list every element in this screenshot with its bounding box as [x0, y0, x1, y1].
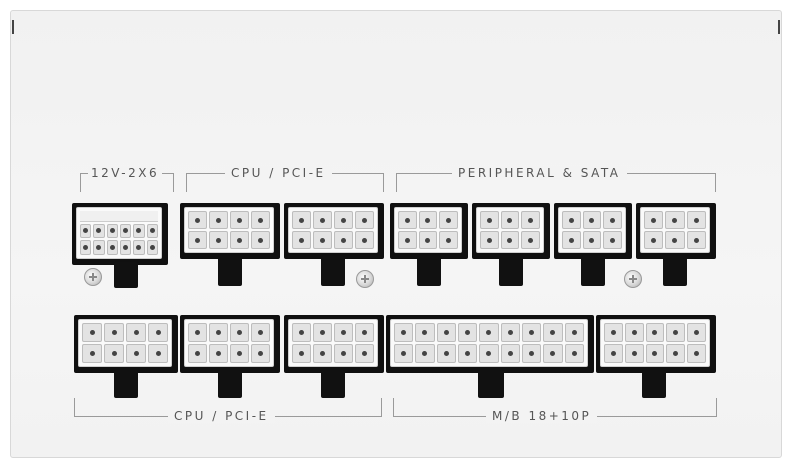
screw-icon — [84, 268, 102, 286]
label-cpu-pcie-bottom: CPU / PCI-E — [168, 409, 275, 423]
connector-mb-18p — [386, 315, 594, 373]
connector-tab — [114, 262, 138, 288]
connector-peripheral-sata-1 — [390, 203, 468, 259]
screw-icon — [624, 270, 642, 288]
corner-mark — [778, 20, 780, 34]
connector-tab — [114, 370, 138, 398]
connector-cpu-pcie-bottom-3 — [284, 315, 384, 373]
connector-tab — [321, 370, 345, 398]
connector-tab — [417, 256, 441, 286]
connector-cpu-pcie-bottom-2 — [180, 315, 280, 373]
label-cpu-pcie-top: CPU / PCI-E — [225, 166, 332, 180]
corner-mark — [12, 20, 14, 34]
connector-mb-10p — [596, 315, 716, 373]
connector-12v-2x6 — [72, 203, 168, 265]
connector-tab — [581, 256, 605, 286]
screw-icon — [356, 270, 374, 288]
label-mb-18-10p: M/B 18+10P — [486, 409, 598, 423]
connector-peripheral-sata-4 — [636, 203, 716, 259]
connector-cpu-pcie-bottom-1 — [74, 315, 178, 373]
connector-tab — [218, 370, 242, 398]
connector-tab — [321, 256, 345, 286]
connector-tab — [499, 256, 523, 286]
connector-peripheral-sata-3 — [554, 203, 632, 259]
connector-tab — [663, 256, 687, 286]
connector-tab — [478, 370, 504, 398]
connector-cpu-pcie-top-2 — [284, 203, 384, 259]
label-12v-2x6: 12V-2X6 — [88, 166, 163, 180]
connector-cpu-pcie-top-1 — [180, 203, 280, 259]
label-peripheral-sata: PERIPHERAL & SATA — [452, 166, 627, 180]
connector-peripheral-sata-2 — [472, 203, 550, 259]
connector-tab — [642, 370, 666, 398]
connector-tab — [218, 256, 242, 286]
